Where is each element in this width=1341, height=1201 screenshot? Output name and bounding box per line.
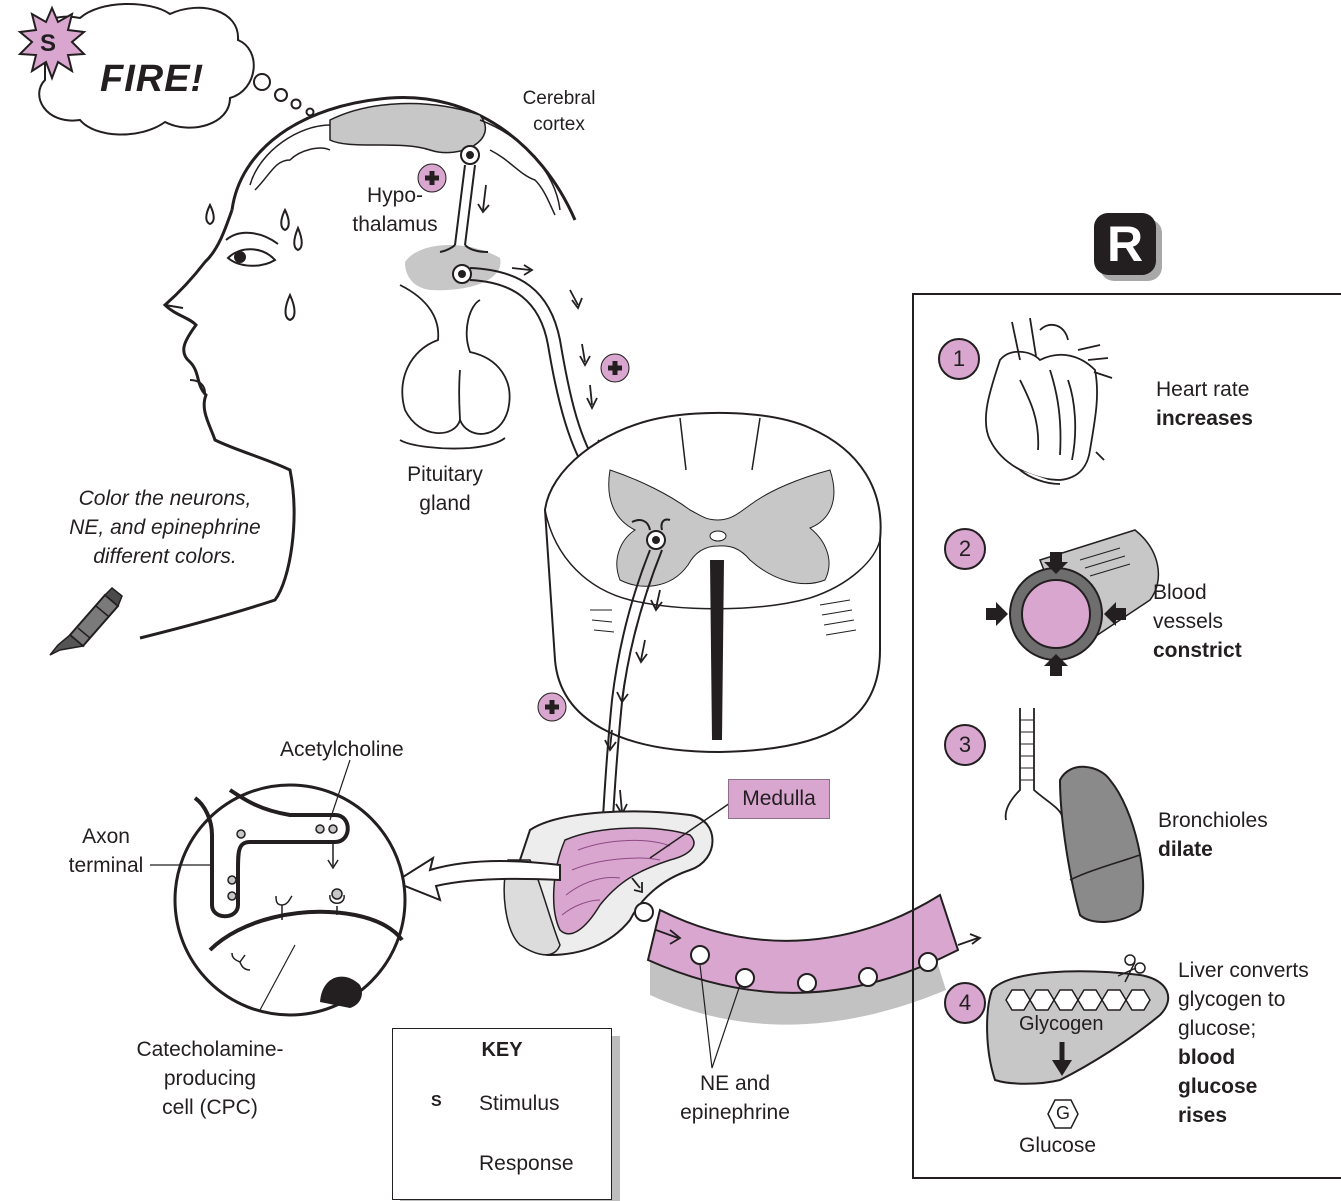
key-title: KEY [393,1039,611,1062]
stimulus-letter: S [40,29,56,58]
key-legend: KEY S Stimulus R Response [392,1028,612,1200]
key-stimulus-letter: S [431,1087,442,1116]
instruction-text: Color the neurons, NE, and epinephrine d… [40,484,290,571]
glucose-label: Glucose [1019,1131,1096,1160]
response-4-text: Liver converts glycogen to glucose; bloo… [1178,956,1309,1130]
glucose-letter: G [1056,1099,1070,1128]
cerebral-cortex-label: Cerebral cortex [504,86,614,138]
response-number-4: 4 [944,982,986,1024]
cpc-label: Catecholamine- producing cell (CPC) [110,1035,310,1122]
thought-text: FIRE! [100,58,204,101]
synapse-inset [175,785,405,1015]
pituitary-gland [400,285,510,449]
response-number-2: 2 [944,528,986,570]
eye [226,233,278,266]
response-number-1: 1 [938,338,980,380]
response-1-text: Heart rate increases [1156,375,1253,433]
ne-epinephrine-label: NE and epinephrine [670,1069,800,1127]
glycogen-label: Glycogen [1019,1010,1104,1039]
crayon-icon [50,588,122,655]
response-3-text: Bronchioles dilate [1158,806,1268,864]
response-badge-icon: R [1094,213,1156,275]
hypothalamus-label: Hypo- thalamus [330,181,460,239]
response-2-text: Blood vessels constrict [1153,578,1242,665]
pituitary-label: Pituitary gland [385,460,505,518]
response-number-3: 3 [944,724,986,766]
key-response-label: Response [479,1149,574,1178]
spinal-cord [545,413,881,752]
key-stimulus-label: Stimulus [479,1089,560,1118]
acetylcholine-label: Acetylcholine [280,735,404,764]
medulla-label: Medulla [728,779,830,819]
key-response-letter: R [428,1147,444,1176]
axon-terminal-label: Axon terminal [56,822,156,880]
